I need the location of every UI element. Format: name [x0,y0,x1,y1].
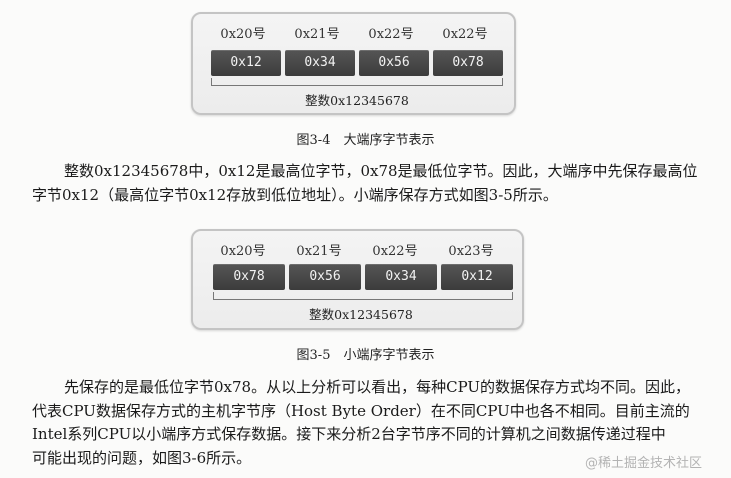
text-line: 可能出现的问题，如图3-6所示。 [32,448,252,467]
figure-caption: 图3-4 大端序字节表示 [296,133,435,148]
figure-caption: 图3-5 小端序字节表示 [296,348,435,363]
integer-label: 整数0x12345678 [309,307,413,322]
byte-cell: 0x56 [289,264,361,290]
integer-label: 整数0x12345678 [305,93,409,108]
body-paragraph: 整数0x12345678中，0x12是最高位字节，0x78是最低位字节。因此，大… [32,160,722,207]
integer-bracket [213,292,513,300]
address-label: 0x21号 [296,244,342,259]
address-label: 0x22号 [442,27,488,42]
text-line: 字节0x12（最高位字节0x12存放到低位地址）。小端序保存方式如图3-5所示。 [32,185,558,204]
watermark: @稀土掘金技术社区 [585,456,703,471]
byte-cell: 0x56 [359,50,429,76]
text-line: 代表CPU数据保存方式的主机字节序（Host Byte Order）在不同CPU… [32,401,690,420]
text-line: Intel系列CPU以小端序方式保存数据。接下来分析2台字节序不同的计算机之间数… [32,425,666,443]
byte-cell: 0x34 [285,50,355,76]
integer-bracket [211,78,503,86]
address-label: 0x22号 [368,27,414,42]
byte-cell: 0x34 [365,264,437,290]
body-paragraph: 先保存的是最低位字节0x78。从以上分析可以看出，每种CPU的数据保存方式均不同… [32,376,722,470]
little-endian-diagram: 0x20号 0x21号 0x22号 0x23号 0x78 0x56 0x34 0… [191,229,524,330]
address-label: 0x20号 [220,244,266,259]
byte-cell: 0x12 [441,264,513,290]
text-line: 先保存的是最低位字节0x78。从以上分析可以看出，每种CPU的数据保存方式均不同… [64,378,691,396]
address-label: 0x22号 [372,244,418,259]
byte-cell: 0x12 [211,50,281,76]
address-label: 0x21号 [294,27,340,42]
address-label: 0x23号 [448,244,494,259]
address-label: 0x20号 [220,27,266,42]
byte-cell: 0x78 [213,264,285,290]
big-endian-diagram: 0x20号 0x21号 0x22号 0x22号 0x12 0x34 0x56 0… [191,12,516,115]
text-line: 整数0x12345678中，0x12是最高位字节，0x78是最低位字节。因此，大… [64,162,698,180]
byte-cell: 0x78 [433,50,503,76]
